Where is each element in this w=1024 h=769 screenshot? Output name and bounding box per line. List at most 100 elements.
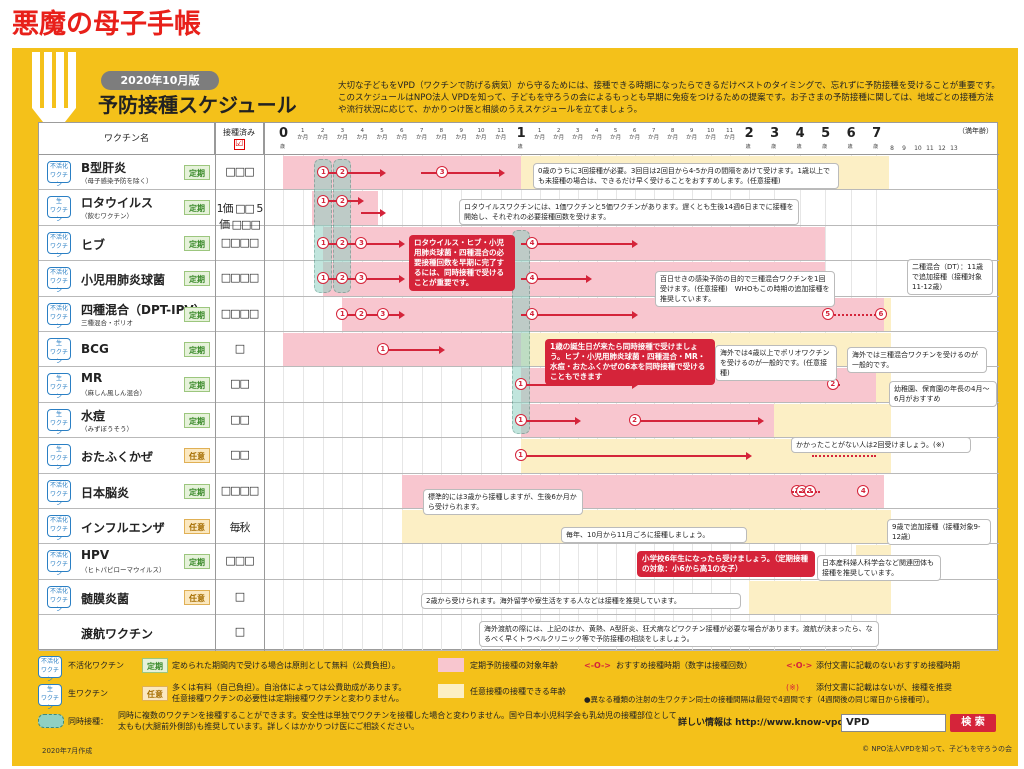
dose-circle: 3 <box>355 272 368 285</box>
inactive-badge-icon: 不活化ワクチン <box>47 267 71 294</box>
done-checkboxes[interactable]: 毎秋 <box>229 521 251 534</box>
dose-circle: 1 <box>514 378 527 391</box>
month-label: 7 か月 <box>416 128 428 141</box>
done-checkboxes[interactable]: □ <box>234 342 245 355</box>
dose-circle: 1 <box>514 413 527 426</box>
age-unit: 歳 <box>847 144 853 150</box>
grid-line <box>615 155 617 651</box>
dose-circle: 4 <box>526 236 538 249</box>
month-label: 3 か月 <box>336 128 348 141</box>
grid-line <box>729 155 731 651</box>
legend-teiki-tag: 定期 <box>142 658 168 673</box>
done-checkboxes[interactable]: □ <box>234 589 245 603</box>
grid-line <box>401 155 403 651</box>
more-info-link[interactable]: 詳しい情報は http://www.know-vpd.jp/ <box>678 718 861 728</box>
grid-line <box>322 155 324 651</box>
vaccine-name: インフルエンザ <box>81 521 165 535</box>
note-je: 標準的には3歳から接種しますが、生後6か月から受けられます。 <box>423 489 583 515</box>
age-tail-label: 11 <box>926 145 934 152</box>
vaccine-name: 四種混合（DPT-IPV） <box>81 302 206 317</box>
vaccine-subname: （みずぼうそう） <box>81 424 133 433</box>
age-tail-label: 13 <box>950 145 958 152</box>
vaccine-subname: （母子感染予防を除く） <box>81 177 153 185</box>
age-unit: 歳 <box>771 144 777 150</box>
legend-simul-swatch <box>38 714 64 728</box>
age-label: 6 <box>846 126 856 141</box>
done-checkboxes[interactable]: □ <box>234 625 245 639</box>
legend-simul: 同時接種： <box>68 717 108 726</box>
simultaneous-group <box>314 159 333 293</box>
note-dpt_booster: 百日せきの感染予防の目的で三種混合ワクチンを1回受けます。(任意接種) WHOも… <box>655 271 835 307</box>
grid-line <box>799 155 801 651</box>
note-simul_red: ロタウイルス・ヒブ・小児用肺炎球菌・四種混合の必要接種回数を早期に完了するには、… <box>409 235 515 291</box>
month-label: 6 か月 <box>629 128 641 141</box>
done-checkboxes[interactable]: □□ <box>230 377 250 391</box>
grid-line <box>283 155 284 651</box>
search-button[interactable]: 検 索 <box>950 714 996 732</box>
grid-line <box>558 155 560 651</box>
search-input[interactable]: VPD <box>841 714 946 732</box>
legend: 不活化ワクチン 不活化ワクチン 定期 定められた期間内で受ける場合は原則として無… <box>38 652 998 744</box>
table-row: 生ワクチンおたふくかぜ任意□□ <box>39 438 999 474</box>
month-label: 4 か月 <box>591 128 603 141</box>
grid-line <box>382 155 383 651</box>
dose-circle: 1 <box>336 307 349 320</box>
age-unit: 歳 <box>745 144 751 150</box>
version-badge: 2020年10月版 <box>101 71 219 90</box>
month-label: 7 か月 <box>648 128 660 141</box>
target-area-nini <box>876 368 892 402</box>
done-checkboxes[interactable]: □□□□ <box>220 306 260 320</box>
recommend-arrow <box>342 169 387 177</box>
grid-line <box>577 155 579 651</box>
grid-line <box>539 155 541 651</box>
pencil-icon <box>32 52 76 136</box>
grid-line <box>500 155 502 651</box>
target-area-nini <box>884 297 892 331</box>
dose-circle: 4 <box>526 272 538 285</box>
vaccine-name: 髄膜炎菌 <box>81 591 130 606</box>
note-hpv_note: 日本産科婦人科学会など関連団体も接種を推奨しています。 <box>817 555 941 581</box>
grid-line <box>461 155 463 651</box>
month-label: 3 か月 <box>572 128 584 141</box>
legend-not-in-doc2: 添付文書に記載はないが、接種を推奨 <box>816 683 952 692</box>
recommend-arrow <box>520 275 593 284</box>
done-checkboxes[interactable]: □□□□ <box>220 271 260 285</box>
dose-circle: 2 <box>336 166 349 178</box>
target-area-nini <box>748 580 892 615</box>
done-checkboxes[interactable]: □□□ <box>225 554 254 568</box>
vaccine-name: 水痘 <box>81 408 106 423</box>
done-checkboxes[interactable]: □□□□ <box>220 235 260 249</box>
grid-line <box>876 155 878 651</box>
done-checkboxes[interactable]: □□□□ <box>220 483 260 497</box>
page-title: 悪魔の母子手帳 <box>12 9 201 40</box>
legend-pink-swatch <box>438 658 464 672</box>
recommend-arrow-icon: <-O-> <box>584 661 611 670</box>
age-unit: 歳 <box>873 144 879 150</box>
age-label: 0 <box>279 126 289 141</box>
done-checkboxes[interactable]: □□□ <box>225 165 254 178</box>
note-je9: 9歳で追加接種（接種対象9-12歳） <box>887 519 991 545</box>
age-label: 7 <box>872 126 882 141</box>
category-tag: 定期 <box>184 483 210 499</box>
table-row: 生ワクチン水痘（みずぼうそう）定期□□ <box>39 403 999 439</box>
recommend-arrow <box>520 452 752 461</box>
age-note: （満年齢） <box>958 127 993 135</box>
dotted-arrow-icon: <·O·> <box>786 661 813 670</box>
done-checkboxes[interactable]: □□ <box>230 448 250 462</box>
column-divider <box>215 123 216 651</box>
dotted-arrow <box>791 490 820 493</box>
month-label: 8 か月 <box>435 128 447 141</box>
month-label: 2 か月 <box>317 128 329 141</box>
done-checkboxes[interactable]: 1価 □□ 5価 □□□ <box>216 202 264 232</box>
table-row: 渡航ワクチン□ <box>39 615 999 651</box>
note-polio: 海外では4歳以上でポリオワクチンを受けるのが一般的です。(任意接種) <box>715 345 837 381</box>
live-badge-icon: 生ワクチン <box>47 373 71 400</box>
dose-circle: 1 <box>317 272 330 285</box>
dose-circle: 4 <box>857 484 870 497</box>
dotted-arrow <box>812 455 877 458</box>
done-checkboxes[interactable]: □□ <box>230 412 250 426</box>
month-label: 6 か月 <box>396 128 408 141</box>
